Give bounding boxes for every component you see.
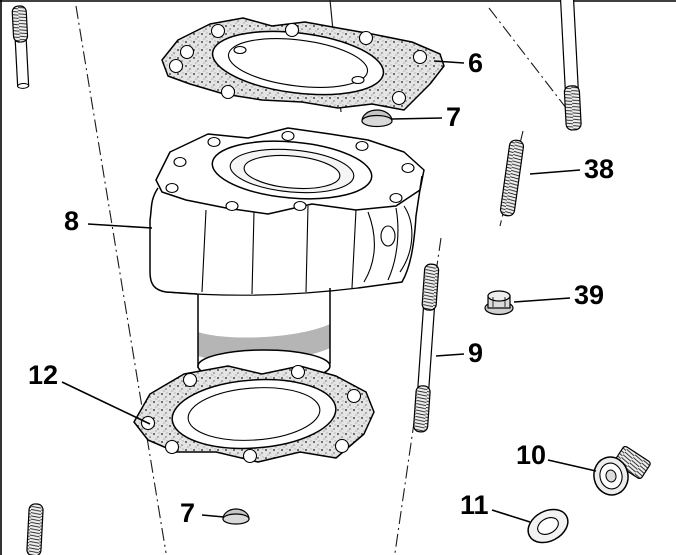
callout-6: 6 (468, 48, 484, 78)
leader-39 (513, 297, 571, 303)
leader-38 (529, 169, 581, 175)
dowel-cap-bottom (222, 508, 250, 525)
stud-9 (413, 263, 440, 433)
base-gasket (133, 364, 375, 464)
oil-plug (593, 445, 651, 496)
leader-6 (433, 60, 465, 64)
dowel-cap-top (361, 109, 393, 128)
stud-top-right-long (559, 0, 582, 131)
callout-7-bottom: 7 (180, 498, 196, 528)
callout-8: 8 (64, 206, 80, 236)
leader-10 (547, 459, 597, 472)
callout-12: 12 (28, 360, 59, 390)
callout-10: 10 (516, 440, 547, 470)
sealing-washer (527, 508, 569, 544)
centerline-left (75, 5, 167, 554)
callout-38: 38 (584, 154, 615, 184)
leader-9 (435, 353, 465, 357)
stud-38 (499, 139, 525, 217)
cylinder (149, 127, 425, 383)
callout-9: 9 (468, 338, 484, 368)
leader-7-top (391, 117, 443, 120)
leader-8 (87, 223, 153, 229)
stud-bottom-left (26, 503, 44, 555)
callout-39: 39 (574, 280, 605, 310)
head-gasket (161, 17, 445, 111)
stud-top-left (11, 5, 30, 89)
leader-12 (61, 381, 151, 425)
callout-11: 11 (460, 490, 489, 520)
callout-7-top: 7 (446, 102, 462, 132)
leader-7-bottom (201, 514, 225, 518)
leader-11 (491, 509, 531, 523)
flange-nut (484, 290, 514, 316)
leader-lines (61, 60, 597, 523)
